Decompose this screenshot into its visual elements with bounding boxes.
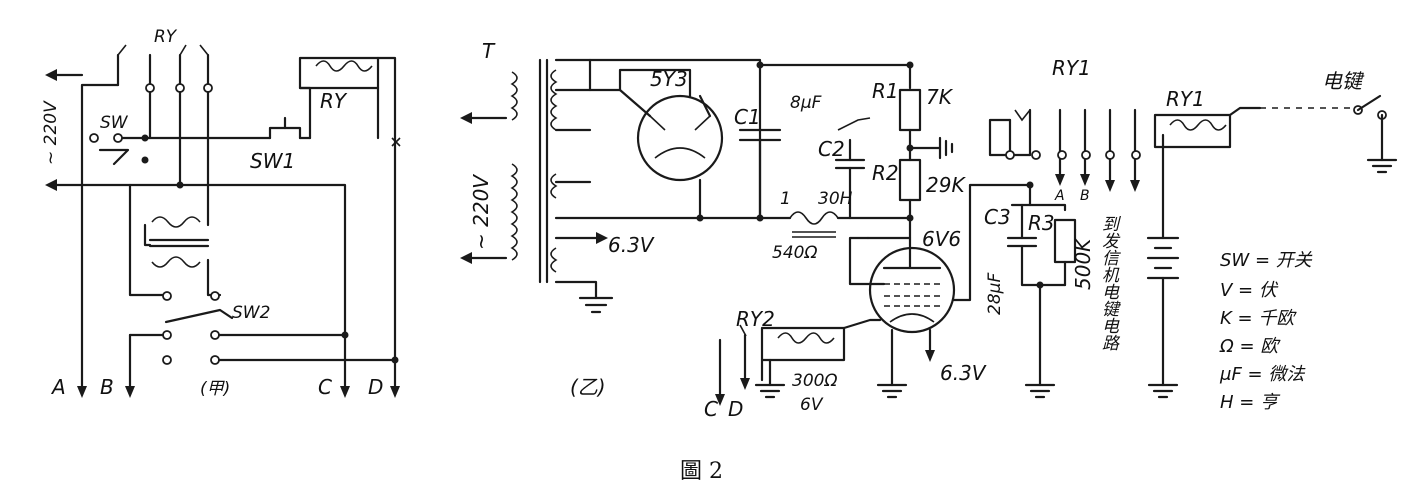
terminal-a: A (50, 375, 66, 399)
heater-6v6-label: 6.3V (940, 361, 987, 385)
terminal-b-d: D (728, 397, 743, 421)
ry1-contacts-label: RY1 (1052, 56, 1091, 80)
ac-label-b: ~ 220V (469, 174, 493, 250)
diagram-a-name: (甲) (200, 379, 230, 399)
r2-label: R2 (872, 161, 899, 185)
c3-value: 28μF (985, 273, 1005, 315)
sw2-label: SW2 (232, 303, 270, 323)
transformer-label: T (482, 39, 496, 63)
ac-label-a: ~ 220V (41, 100, 61, 165)
ry-coil-label: RY (320, 89, 348, 113)
tube-5y3-label: 5Y3 (650, 67, 688, 91)
terminal-b-b: B (1080, 188, 1090, 204)
legend-ohm: Ω = 欧 (1219, 336, 1281, 357)
terminal-b-a: A (1054, 188, 1065, 204)
legend-h: H = 亨 (1220, 392, 1281, 413)
terminal-d: D (368, 375, 383, 399)
legend: SW = 开关 V = 伏 K = 千欧 Ω = 欧 μF = 微法 H = 亨 (1219, 250, 1313, 413)
c3-label: C3 (984, 205, 1011, 229)
terminal-b: B (100, 375, 114, 399)
r2-value: 29K (926, 173, 966, 197)
r3-label: R3 (1028, 211, 1055, 235)
r1-value: 7K (926, 85, 954, 109)
sw1-label: SW1 (250, 149, 295, 173)
figure-caption: 圖 2 (680, 459, 723, 484)
legend-uf: μF = 微法 (1219, 364, 1306, 385)
c1-label: C1 (734, 105, 761, 129)
receiver-label: 到发信机电键电路 (1098, 215, 1119, 351)
c2-label: C2 (818, 137, 845, 161)
cap-8uf-label: 8μF (790, 93, 822, 113)
one-label: 1 (780, 189, 791, 209)
key-label: 电键 (1322, 69, 1365, 93)
r3-value: 500K (1071, 237, 1095, 290)
ry2-spec-label: 300Ω (792, 371, 837, 391)
legend-k: K = 千欧 (1220, 308, 1297, 329)
choke-label: 30H (818, 189, 853, 209)
legend-v: V = 伏 (1220, 280, 1279, 301)
ry2-volt-label: 6V (800, 395, 824, 415)
tube-6v6-label: 6V6 (922, 227, 961, 251)
diagram-b (460, 58, 1398, 406)
terminal-c: C (318, 375, 332, 399)
r1-label: R1 (872, 79, 899, 103)
ry-top-label: RY (154, 27, 178, 47)
ry2-label: RY2 (736, 307, 775, 331)
choke-res-label: 540Ω (772, 243, 817, 263)
heater-label: 6.3V (608, 233, 655, 257)
sw-label: SW (100, 113, 129, 133)
diagram-a: RY RY SW SW1 SW2 ~ 220V A B C D (甲) (41, 27, 401, 399)
ry1-coil-label: RY1 (1166, 87, 1205, 111)
legend-sw: SW = 开关 (1220, 250, 1313, 271)
diagram-b-name: (乙) (570, 375, 606, 399)
terminal-b-c: C (704, 397, 718, 421)
